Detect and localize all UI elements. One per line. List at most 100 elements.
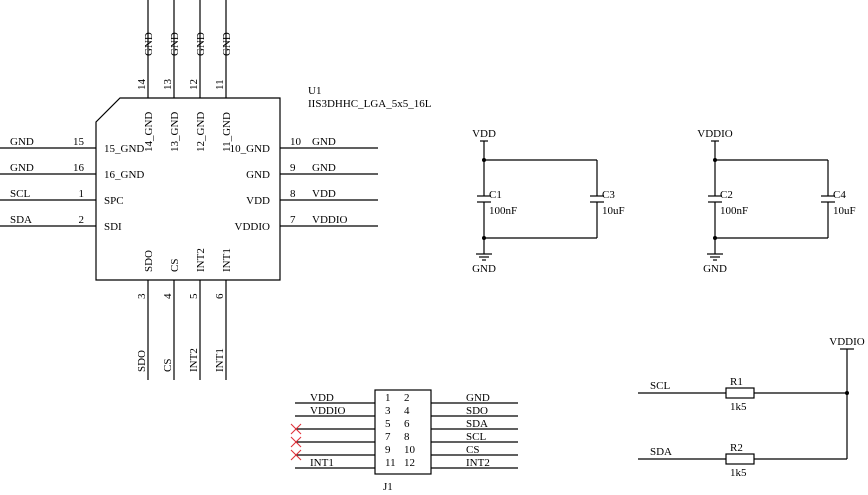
capacitor-value: 100nF <box>489 205 517 217</box>
resistor-value: 1k5 <box>730 401 747 413</box>
junction-dot <box>482 158 486 162</box>
j1-pin-number: 5 <box>385 418 391 430</box>
u1-pin-9-number: 9 <box>290 162 296 174</box>
u1-pin-6-number: 6 <box>214 293 226 299</box>
u1-pin-5-net: INT2 <box>188 348 200 372</box>
capacitor-c4: C4 10uF <box>821 160 856 238</box>
no-connect-marker <box>290 436 302 448</box>
u1-body <box>95 97 281 281</box>
u1-pin-1-number: 1 <box>79 188 85 200</box>
capacitor-value: 10uF <box>602 205 625 217</box>
j1-left-net: INT1 <box>310 457 334 469</box>
u1-pin-9-name: GND <box>246 169 270 181</box>
u1-pin-16-number: 16 <box>73 162 85 174</box>
j1-pin-number: 8 <box>404 431 410 443</box>
j1-left-net: VDD <box>310 392 334 404</box>
j1-pin-number: 3 <box>385 405 391 417</box>
j1-row-3-4: 3 4 VDDIO SDO <box>295 405 518 417</box>
j1-row-9-10: 9 10 CS <box>290 444 518 461</box>
u1-pin-6-net: INT1 <box>214 348 226 372</box>
j1-right-net: SDO <box>466 405 488 417</box>
j1-pin-number: 9 <box>385 444 391 456</box>
capacitor-c2: C2 100nF <box>708 160 748 238</box>
u1-pin-16-name: 16_GND <box>104 169 144 181</box>
capacitor-ref: C1 <box>489 189 502 201</box>
capacitor-c3: C3 10uF <box>590 160 625 238</box>
u1-pin-2-net: SDA <box>10 214 32 226</box>
rail-label: VDDIO <box>697 128 732 140</box>
ground-symbol: GND <box>472 238 496 275</box>
u1-refdes: U1 <box>308 85 321 97</box>
pullup-rail-label: VDDIO <box>829 336 864 348</box>
u1-pin-13-name: 13_GND <box>169 112 181 152</box>
u1-pin-12-name: 12_GND <box>195 112 207 152</box>
u1-pin-4-number: 4 <box>162 293 174 299</box>
u1-pin-8-net: VDD <box>312 188 336 200</box>
j1-right-net: INT2 <box>466 457 490 469</box>
resistor-value: 1k5 <box>730 467 747 479</box>
u1-pin-10-name: 10_GND <box>230 143 270 155</box>
u1-symbol: U1 IIS3DHHC_LGA_5x5_16L GND 1 4 14_GND GND 13… <box>0 0 432 380</box>
u1-pin-11-name: 11_GND <box>221 112 233 152</box>
j1-pin-number: 4 <box>404 405 410 417</box>
u1-pin-3-number: 3 <box>136 293 148 299</box>
u1-pin-15-net: GND <box>10 136 34 148</box>
u1-pin-10-number: 10 <box>290 136 302 148</box>
u1-pin-3-net: SDO <box>136 350 148 372</box>
j1-right-net: SDA <box>466 418 488 430</box>
gnd-label: GND <box>472 263 496 275</box>
u1-pin-4-net: CS <box>162 359 174 372</box>
gnd-label: GND <box>703 263 727 275</box>
capacitor-value: 100nF <box>720 205 748 217</box>
resistor-ref: R2 <box>730 442 743 454</box>
u1-pin-9-net: GND <box>312 162 336 174</box>
no-connect-stroke <box>290 449 302 461</box>
u1-pin-6-name: INT1 <box>221 248 233 272</box>
capacitor-ref: C4 <box>833 189 846 201</box>
u1-pin-14-name: 14_GND <box>143 112 155 152</box>
u1-pin-8-name: VDD <box>246 195 270 207</box>
pullup-net-label: SDA <box>650 446 672 458</box>
u1-pin-7-net: VDDIO <box>312 214 347 226</box>
u1-pin-13-number: 13 <box>162 79 174 91</box>
u1-pin-15-name: 15_GND <box>104 143 144 155</box>
no-connect-stroke <box>290 436 302 448</box>
u1-pin-4-name: CS <box>169 259 181 272</box>
u1-pin-7-name: VDDIO <box>235 221 270 233</box>
u1-pin-1-net: SCL <box>10 188 30 200</box>
u1-pin-8-number: 8 <box>290 188 296 200</box>
capacitor-ref: C2 <box>720 189 733 201</box>
j1-left-net: VDDIO <box>310 405 345 417</box>
u1-pin-15-number: 15 <box>73 136 85 148</box>
j1-body <box>374 389 432 475</box>
j1-right-net: CS <box>466 444 479 456</box>
resistor-ref: R1 <box>730 376 743 388</box>
j1-pin-number: 1 <box>385 392 391 404</box>
u1-pin-5-number: 5 <box>188 293 200 299</box>
u1-pin-7-number: 7 <box>290 214 296 226</box>
capacitor-value: 10uF <box>833 205 856 217</box>
u1-pin-11-net: GND <box>221 32 233 56</box>
capacitor-ref: C3 <box>602 189 615 201</box>
j1-right-net: SCL <box>466 431 486 443</box>
capacitor-c1: C1 100nF <box>477 160 517 238</box>
pullup-net-label: SCL <box>650 380 670 392</box>
u1-part-number: IIS3DHHC_LGA_5x5_16L <box>308 98 432 110</box>
ground-symbol: GND <box>703 238 727 275</box>
u1-pin-11-number: 11 <box>214 79 226 90</box>
j1-pin-number: 2 <box>404 392 410 404</box>
no-connect-marker <box>290 449 302 461</box>
junction-dot <box>713 158 717 162</box>
u1-pin-13-net: GND <box>169 32 181 56</box>
u1-pins: GND1414_GNDGND1313_GNDGND1212_GNDGND1111… <box>0 0 378 380</box>
resistor-body <box>725 387 755 399</box>
j1-pin-number: 10 <box>404 444 416 456</box>
